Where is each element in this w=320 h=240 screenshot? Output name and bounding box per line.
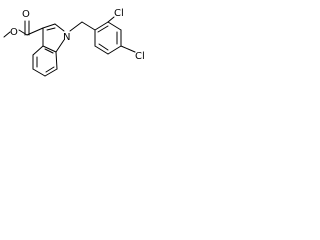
c3a-c7a-double-bond-inner [44,48,54,54]
c3a-c7a-bond [42,45,57,53]
methyl-to-oxygen-bond [3,31,11,38]
c6-c7-double-bond-inner [45,66,55,73]
methyl-ester-group [3,20,44,38]
c6-c7-bond [44,68,58,77]
ring-c4-c5-bond [107,45,122,55]
c3a-c4-bond [32,45,44,56]
n1-ch2-bond [69,21,83,32]
indole-pyrrole-ring [42,23,65,53]
ring-c1-c2-bond [94,21,109,31]
c7-c7a-bond [55,51,58,70]
dichlorophenyl-ring [94,16,136,55]
c3-c2-bond [42,23,56,29]
ring-c1-c2-double-bond-inner [97,25,109,33]
c2-c3-double-bond-inner [46,27,56,31]
indole-benzene-ring [32,45,58,77]
ch2-ring-bond [81,21,96,31]
ortho-chlorine-bond [107,16,115,23]
ring-c5-c6-bond [94,45,109,55]
oxygen-to-carbonyl-bond [18,29,28,36]
carbonyl-oxygen-label: O [22,9,30,20]
para-chlorine-bond [120,45,136,53]
benzyl-linker [69,21,96,32]
ortho-chlorine-label: Cl [114,8,124,19]
ether-oxygen-label: O [10,27,18,38]
chemical-structure-diagram: O O N Cl Cl [3,8,145,77]
para-chlorine-label: Cl [135,51,145,62]
carbonyl-to-indole-bond [26,27,44,36]
indole-nitrogen-label: N [63,32,70,43]
c5-c6-bond [32,68,46,77]
ring-c5-c6-double-bond-inner [98,43,109,51]
ring-c2-c3-bond [107,21,122,31]
c2-n1-bond [54,23,65,32]
n1-c7a-bond [55,39,65,53]
